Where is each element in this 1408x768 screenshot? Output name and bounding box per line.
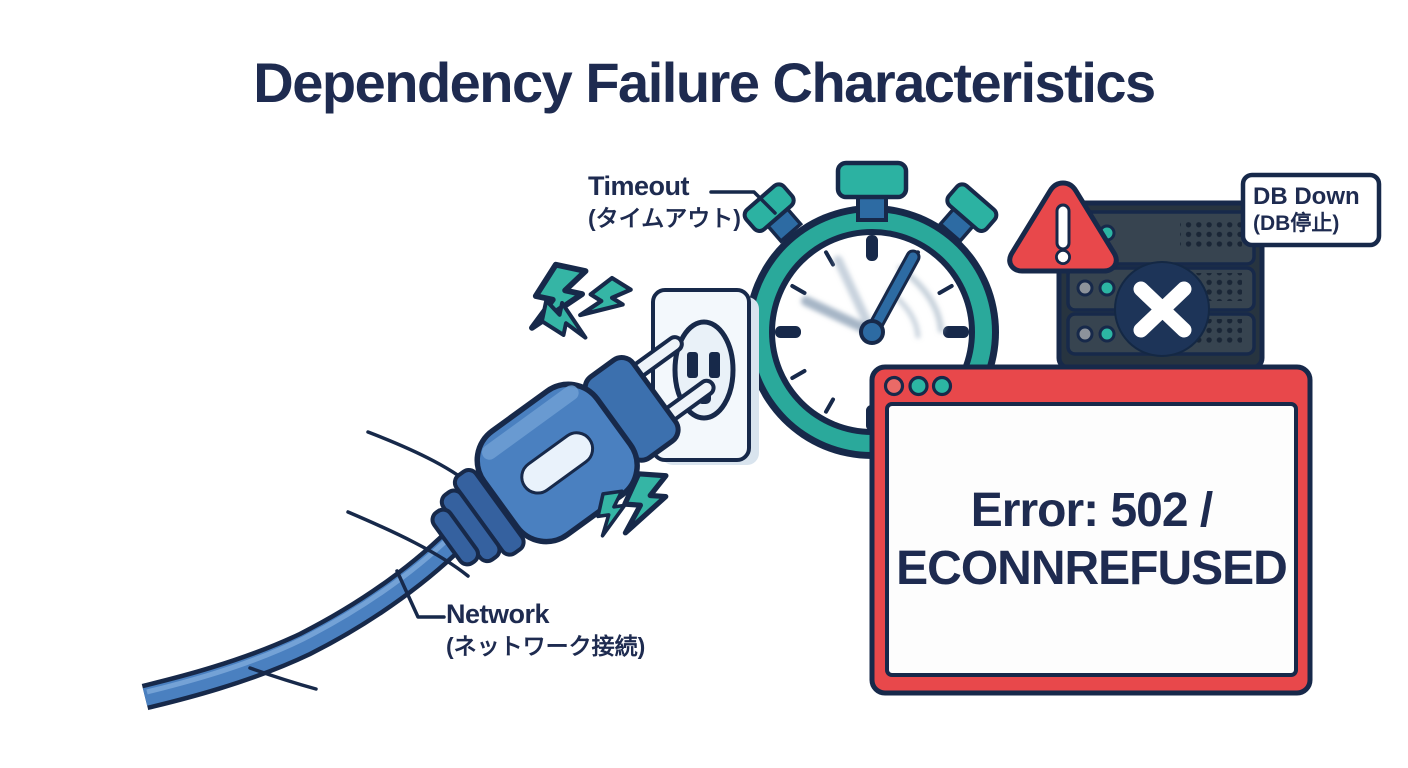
x-circle-icon: [1114, 261, 1210, 357]
warning-triangle-icon: [1007, 180, 1119, 274]
lightning-bolt-icon: [578, 273, 631, 331]
network-label: Network: [446, 599, 550, 629]
error-message-line2: ECONNREFUSED: [896, 541, 1288, 595]
browser-error-window-icon: [869, 364, 1313, 696]
stopwatch-hand-icon: [859, 249, 921, 345]
network-cable-icon: [141, 522, 472, 711]
window-content-area: [885, 402, 1298, 677]
db-down-callout: DB Down (DB停止): [1243, 175, 1379, 245]
stopwatch-top-button-icon: [835, 160, 909, 222]
stopwatch-icon: [742, 160, 999, 459]
outlet-slot: [687, 352, 698, 378]
error-message-line1: Error: 502 /: [970, 483, 1213, 537]
error-message: Error: 502 / ECONNREFUSED: [887, 404, 1296, 675]
timeout-label-ja: (タイムアウト): [588, 204, 741, 231]
timeout-label: Timeout: [588, 171, 690, 201]
network-leader-line: [395, 569, 446, 619]
lightning-bolt-icon: [538, 297, 594, 342]
network-callout: Network (ネットワーク接続): [446, 598, 645, 661]
page-title: Dependency Failure Characteristics: [253, 51, 1156, 114]
db-down-label-box: [1240, 172, 1382, 248]
stopwatch-side-button-icon: [937, 182, 999, 244]
outlet-slot: [709, 352, 720, 378]
timeout-leader-line: [709, 190, 777, 215]
window-dot-teal: [931, 375, 953, 397]
db-down-label-ja: (DB停止): [1253, 211, 1340, 235]
window-dot-teal: [908, 375, 929, 397]
plug-strain-relief: [430, 467, 526, 567]
timeout-callout: Timeout (タイムアウト): [588, 170, 741, 233]
db-down-label: DB Down: [1253, 183, 1360, 211]
window-dot-red: [883, 375, 905, 397]
network-label-ja: (ネットワーク接続): [446, 632, 646, 659]
power-plug-icon: [430, 335, 716, 567]
server-vents: [1180, 219, 1242, 248]
